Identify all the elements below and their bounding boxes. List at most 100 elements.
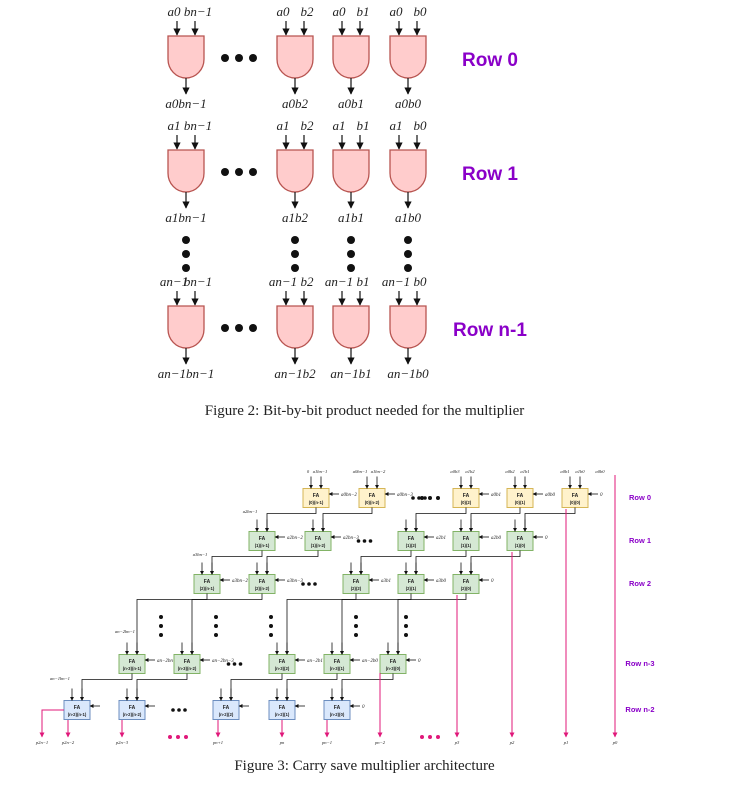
ellipsis-dot [404,264,412,272]
and-gate [276,35,314,79]
ellipsis-dot [221,324,229,332]
ellipsis-dot [221,54,229,62]
full-adder-index: (n-3)(n-2) [178,666,197,671]
ellipsis-dot [404,250,412,258]
full-adder-side-input: a3b1 [381,579,391,584]
ellipsis-dot [168,735,172,739]
full-adder-side-input: a3b0 [436,579,447,584]
fa-sum-wire [265,507,317,532]
and-gate-input-b: b2 [301,118,315,133]
full-adder-index: (1)(n-1) [255,543,270,548]
ellipsis-dot [404,236,412,244]
full-adder-index: (n-3)(0) [386,666,401,671]
ellipsis-dot [404,624,408,628]
fa-sum-wire [190,593,263,655]
full-adder-side-input: a0bn−2 [341,493,357,498]
ellipsis-dot [347,250,355,258]
and-gate-output: an−1b1 [330,366,371,381]
full-adder-cell: FA(2)(n-1)a3bn−2 [135,562,248,655]
ellipsis-dot [420,735,424,739]
full-adder-side-input: an−2bn−3 [212,659,234,664]
ellipsis-dot [269,633,273,637]
array-carry-in: a2bn−1 [243,509,258,514]
full-adder-side-input: an−2bn−2 [157,659,179,664]
full-adder-side-input: 0 [545,536,548,541]
full-adder-name: FA [408,579,415,585]
product-output-label: p2n−3 [115,740,129,745]
ellipsis-dot [420,496,424,500]
and-gate-input-a: an−1 [269,274,297,289]
and-gate-output: a1b1 [338,210,364,225]
figure-3-caption: Figure 3: Carry save multiplier architec… [234,758,495,774]
and-gate-input-b: b1 [357,118,370,133]
full-adder-name: FA [129,659,136,665]
product-output-label: p2n−2 [61,740,75,745]
ellipsis-dot [235,168,243,176]
full-adder-cell: FA(n-3)(2)an−2b1 [229,642,323,701]
ellipsis-dot [183,708,187,712]
full-adder-name: FA [572,493,579,499]
ellipsis-dot [159,624,163,628]
row-label: Row n-1 [453,320,527,341]
ellipsis-dot [214,615,218,619]
ellipsis-dot [214,624,218,628]
ellipsis-dot [347,236,355,244]
full-adder-index: (1)(n-2) [311,543,326,548]
row-label: Row 0 [462,50,518,71]
and-gate [276,149,314,193]
full-adder-side-input: an−2b0 [362,659,378,664]
and-gate-input-b: b2 [301,4,315,19]
ellipsis-dot [356,539,361,543]
and-gate-output: a0bn−1 [165,96,206,111]
full-adder-cell: FA(1)(1)a2b0 [414,519,502,575]
full-adder-cell: FA(n-2)(1) [268,688,305,720]
array-top-input: a0bn−1 [353,469,368,474]
ellipsis-dot [182,264,190,272]
and-gate-input-a: an−1 [325,274,353,289]
full-adder-cell: FA(1)(0)0 [469,519,548,575]
and-gate-output: an−1b2 [274,366,316,381]
ellipsis-dot [313,582,317,586]
full-adder-index: (0)(1) [515,500,526,505]
and-gate-output: a1b0 [395,210,422,225]
array-carry-in: a3bn−1 [193,552,208,557]
ellipsis-dot [214,633,218,637]
and-gate-input-b: b1 [357,274,370,289]
ellipsis-dot [436,735,440,739]
ellipsis-dot [221,168,229,176]
full-adder-cell: FA(0)(0)0 [523,476,603,532]
ellipsis-dot [249,324,257,332]
row-label: Row 1 [462,164,518,185]
full-adder-cell: FA(n-2)(n-2) [118,688,155,720]
ellipsis-dot [362,539,367,543]
full-adder-cell: FA(n-2)(0)0 [323,688,365,720]
full-adder-side-input: 0 [418,659,421,664]
fa-sum-wire [135,593,208,655]
array-top-input: a1bn−2 [371,469,386,474]
fa-sum-wire [414,507,467,532]
full-adder-cell: FA(n-3)(n-1)an−2bn−2 [80,642,179,701]
full-adder-name: FA [315,536,322,542]
ellipsis-dot [404,615,408,619]
fa-sum-wire [414,550,467,575]
full-adder-name: FA [223,705,230,711]
full-adder-cell: FA(n-2)(n-1) [63,688,100,720]
and-gate-output: a1b2 [282,210,309,225]
and-gate-input-b: bn−1 [184,274,212,289]
ellipsis-dot [354,633,358,637]
and-gate-input-b: b2 [301,274,315,289]
product-output-label: p2 [509,740,515,745]
full-adder-cell: FA(n-3)(0)0 [340,642,421,701]
full-adder-name: FA [463,493,470,499]
ellipsis-dot [291,250,299,258]
ellipsis-dot [291,264,299,272]
full-adder-cell: FA(2)(1)a3b0 [340,562,447,655]
ellipsis-dot [238,662,243,666]
and-gate-output: a0b0 [395,96,422,111]
full-adder-index: (n-3)(1) [330,666,345,671]
full-adder-index: (1)(2) [406,543,417,548]
ellipsis-dot [232,662,237,666]
array-row-label: Row 1 [629,536,651,545]
